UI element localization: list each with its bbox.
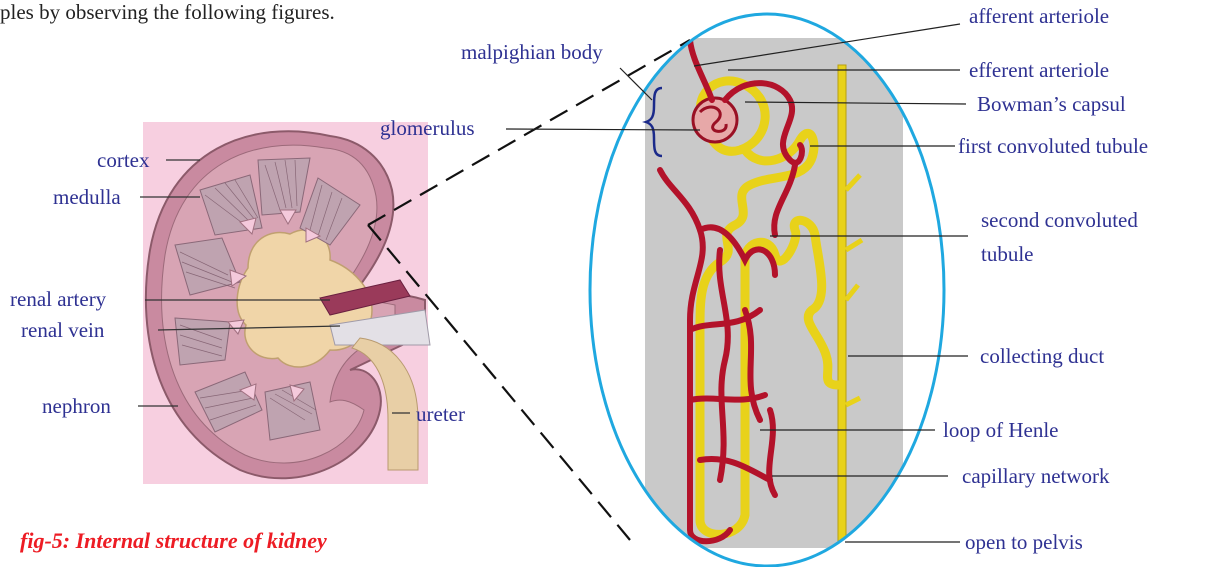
- nephron-panel-background: [645, 38, 903, 548]
- label-malpighian-body: malpighian body: [461, 42, 603, 63]
- label-medulla: medulla: [53, 187, 121, 208]
- label-renal-artery: renal artery: [10, 289, 106, 310]
- label-bowmans-capsule: Bowman’s capsul: [977, 94, 1126, 115]
- label-second-convoluted-tubule-line2: tubule: [981, 244, 1034, 265]
- nephron-zoom-content: [645, 38, 903, 548]
- label-efferent-arteriole: efferent arteriole: [969, 60, 1109, 81]
- label-open-to-pelvis: open to pelvis: [965, 532, 1083, 553]
- label-second-convoluted-tubule-line1: second convoluted: [981, 210, 1138, 231]
- label-first-convoluted-tubule: first convoluted tubule: [958, 136, 1148, 157]
- glomerulus-knot: [693, 98, 737, 142]
- label-nephron: nephron: [42, 396, 111, 417]
- collecting-duct-shape: [838, 65, 846, 545]
- label-loop-of-henle: loop of Henle: [943, 420, 1058, 441]
- label-renal-vein: renal vein: [21, 320, 104, 341]
- label-capillary-network: capillary network: [962, 466, 1110, 487]
- label-collecting-duct: collecting duct: [980, 346, 1104, 367]
- label-ureter: ureter: [416, 404, 465, 425]
- label-afferent-arteriole: afferent arteriole: [969, 6, 1109, 27]
- label-glomerulus: glomerulus: [380, 118, 475, 139]
- intro-text-fragment: ples by observing the following figures.: [0, 0, 335, 25]
- label-cortex: cortex: [97, 150, 149, 171]
- figure-caption: fig-5: Internal structure of kidney: [20, 528, 327, 554]
